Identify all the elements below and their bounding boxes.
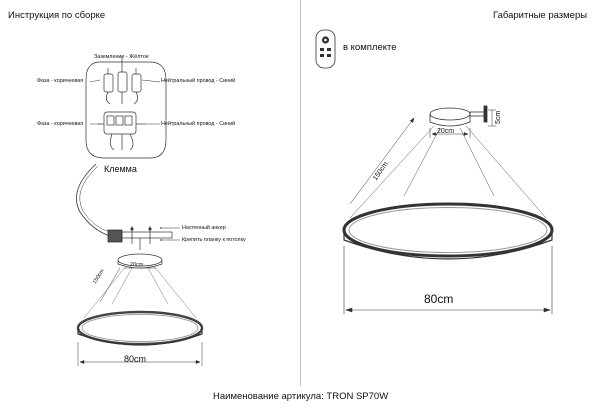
phase-wire-label-bottom: Фаза - коричневая: [37, 121, 84, 127]
assembly-instructions-title: Инструкция по сборке: [8, 10, 106, 21]
remote-included-label: в комплекте: [343, 42, 397, 53]
suspension-cables-left: [83, 265, 197, 319]
bracket-label: Крепить планку к потолку: [182, 237, 246, 243]
remote-control-icon: [315, 29, 336, 69]
ground-wire-label: Заземление - Жёлтое: [94, 54, 149, 60]
neutral-wire-label-top: Нейтральный провод - Синий: [161, 78, 236, 84]
diameter-dim-right: [343, 246, 553, 314]
suspension-cables-right: [349, 125, 547, 219]
ceiling-bracket-right: [429, 105, 488, 127]
phase-wire-label-top: Фаза - коричневая: [37, 78, 84, 84]
wires-top-row: [103, 56, 142, 105]
ring-left: [76, 310, 204, 346]
terminal-block: [85, 56, 167, 159]
wall-anchor-label: Настенный анкер: [182, 225, 226, 231]
article-name: Наименование артикула: TRON SP70W: [213, 391, 389, 402]
panel-divider: [300, 0, 301, 386]
canopy-height-dim-right: 5cm: [495, 110, 502, 124]
canopy-dim-left: 20cm: [130, 262, 144, 268]
dimensions-title: Габаритные размеры: [493, 10, 588, 21]
neutral-wire-label-bottom: Нейтральный провод - Синий: [161, 121, 236, 127]
ring-right: [342, 202, 554, 260]
diameter-label-left: 80cm: [124, 354, 147, 364]
canopy-dim-right: 20cm: [437, 128, 455, 135]
terminal-label: Клемма: [104, 164, 137, 174]
diameter-label-right: 80cm: [424, 292, 454, 306]
ceiling-bracket: [107, 226, 173, 250]
wires-bottom-row: [98, 111, 146, 151]
supply-cable: [76, 163, 111, 237]
diameter-dim-left: [77, 342, 203, 366]
